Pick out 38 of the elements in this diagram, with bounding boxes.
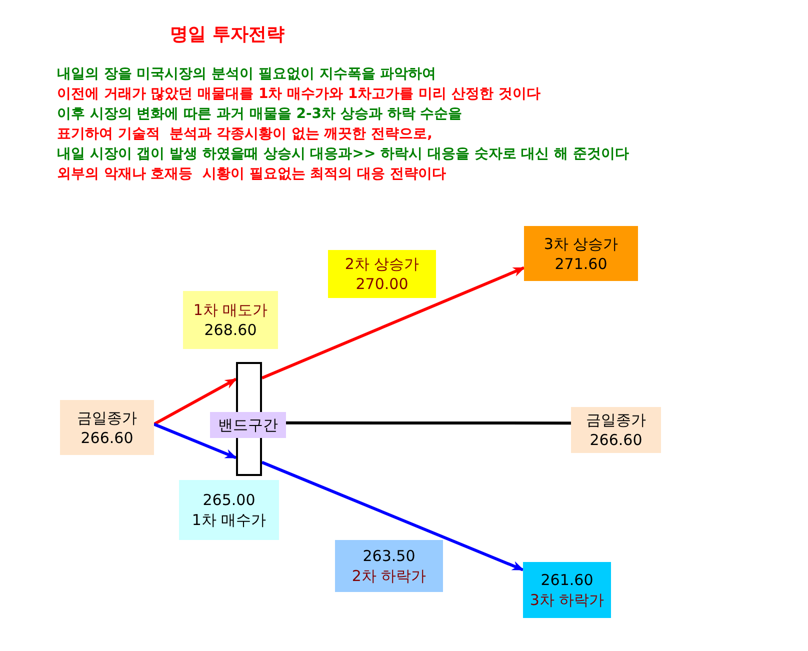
arrow bbox=[153, 378, 238, 426]
arrow bbox=[153, 422, 238, 460]
box-text: 266.60 bbox=[590, 430, 642, 450]
box-text: 1차 매도가 bbox=[193, 300, 268, 320]
box-text: 밴드구간 bbox=[218, 415, 278, 435]
price-box bbox=[524, 226, 638, 281]
price-box bbox=[571, 407, 661, 453]
price-box bbox=[60, 400, 154, 455]
box-text: 265.00 bbox=[202, 490, 256, 510]
band-label bbox=[210, 412, 286, 438]
box-text: 2차 하락가 bbox=[352, 566, 426, 586]
box-text: 268.60 bbox=[204, 320, 257, 340]
box-text: 3차 상승가 bbox=[544, 234, 618, 254]
price-box bbox=[328, 250, 436, 298]
description-line: 이후 시장의 변화에 따른 과거 매물을 2-3차 상승과 하락 수순을 bbox=[57, 105, 462, 124]
box-text: 1차 매수가 bbox=[192, 510, 266, 530]
arrow bbox=[261, 266, 526, 380]
price-box bbox=[523, 562, 611, 618]
box-text: 266.60 bbox=[80, 428, 134, 448]
description-line: 이전에 거래가 많았던 매물대를 1차 매수가와 1차고가를 미리 산정한 것이다 bbox=[57, 85, 540, 104]
description-line: 내일의 장을 미국시장의 분석이 필요없이 지수폭을 파악하여 bbox=[57, 65, 436, 84]
connector-line bbox=[286, 421, 571, 425]
description-line: 내일 시장이 갭이 발생 하였을때 상승시 대응과>> 하락시 대응을 숫자로 대신 해 준것이다 bbox=[57, 145, 629, 164]
price-box bbox=[183, 291, 278, 349]
description-line: 외부의 악재나 호재등 시황이 필요없는 최적의 대응 전략이다 bbox=[57, 165, 446, 184]
price-box bbox=[179, 480, 279, 540]
box-text: 261.60 bbox=[540, 570, 594, 590]
box-text: 270.00 bbox=[356, 274, 408, 294]
arrow bbox=[261, 460, 524, 572]
description-line: 표기하여 기술적 분석과 각종시황이 없는 깨끗한 전략으로, bbox=[57, 125, 432, 144]
price-box bbox=[335, 540, 443, 592]
box-text: 263.50 bbox=[362, 546, 416, 566]
box-text: 271.60 bbox=[554, 254, 608, 274]
title: 명일 투자전략 bbox=[170, 23, 284, 46]
box-text: 금일종가 bbox=[77, 408, 137, 428]
box-text: 3차 하락가 bbox=[530, 590, 604, 610]
box-text: 2차 상승가 bbox=[344, 254, 420, 274]
box-text: 금일종가 bbox=[586, 410, 646, 430]
